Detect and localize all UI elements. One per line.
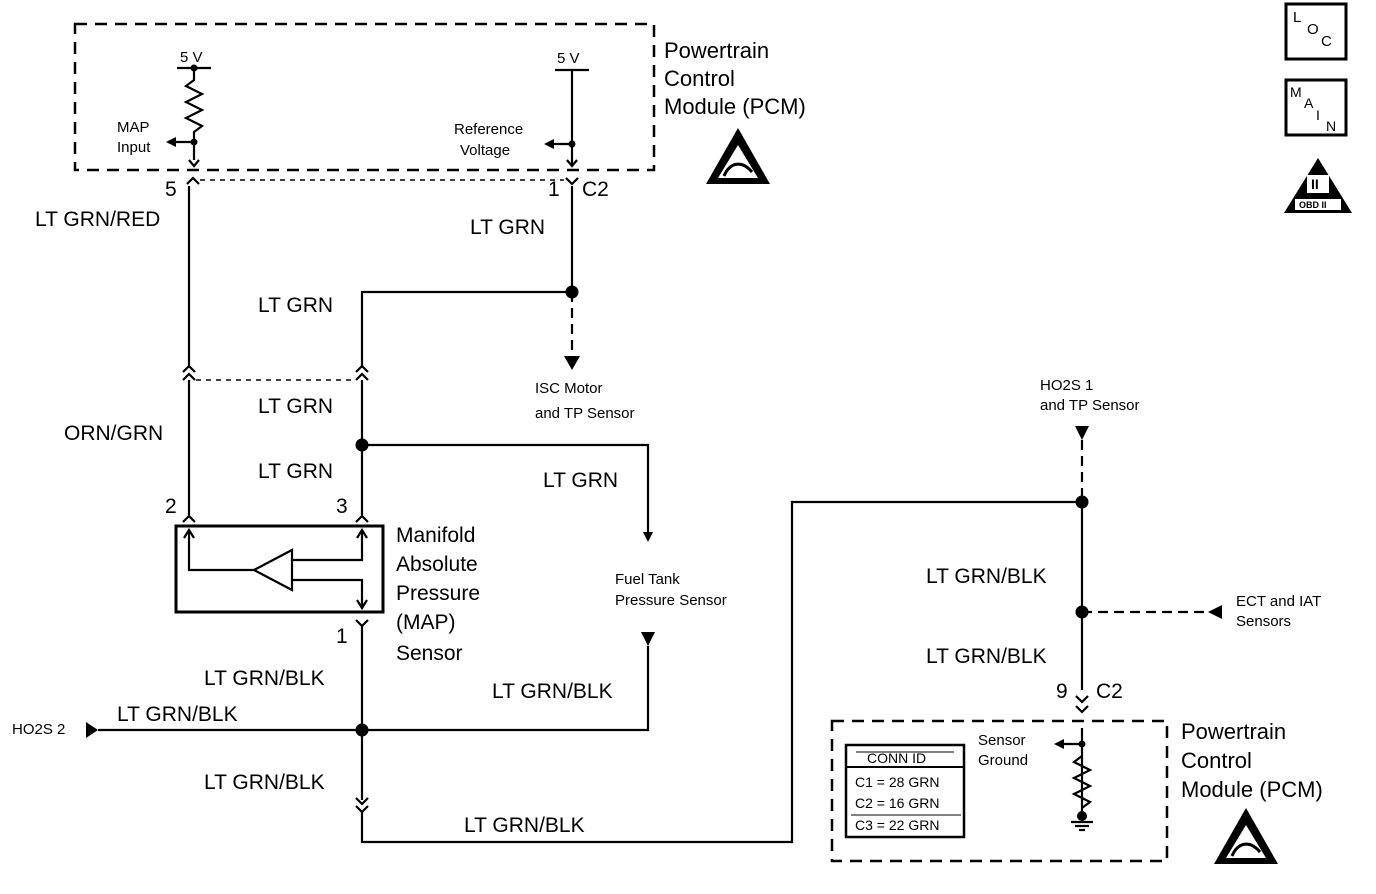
c2-top-label: C2: [582, 178, 609, 201]
wire-label-lt-grn-b: LT GRN: [258, 395, 333, 418]
wire-label-lt-grn-blk-bottom: LT GRN/BLK: [464, 814, 585, 837]
loc-icon[interactable]: L O C: [1284, 2, 1348, 61]
esd-warning-icon: [706, 128, 770, 184]
v5-left-label: 5 V: [180, 49, 203, 66]
map-input-label-2: Input: [117, 139, 151, 156]
isc-label-2: and TP Sensor: [535, 405, 635, 422]
pcm-bottom-box: [830, 719, 1169, 863]
svg-text:L: L: [1293, 9, 1301, 26]
svg-text:C: C: [1321, 33, 1332, 50]
map-sensor-label-2: Absolute: [396, 553, 478, 576]
wire-label-lt-grn-a: LT GRN: [258, 294, 333, 317]
ground-resistor: [1071, 755, 1093, 809]
wire-label-orn-grn: ORN/GRN: [64, 422, 163, 445]
ref-voltage-label-1: Reference: [454, 121, 523, 138]
map-sensor-internal: [187, 530, 254, 572]
wire-label-lt-grn-blk-2: LT GRN/BLK: [117, 703, 238, 726]
svg-text:I: I: [1316, 107, 1320, 123]
fuel-tank-label-1: Fuel Tank: [615, 571, 680, 588]
pullup-resistor: [183, 68, 205, 160]
pcm-top-box: [73, 22, 656, 172]
pin-1-top-label: 1: [548, 178, 560, 201]
wire-label-lt-grn-blk-1: LT GRN/BLK: [204, 667, 325, 690]
map-sensor-box: [174, 524, 385, 614]
ref-voltage-label-2: Voltage: [460, 142, 510, 159]
svg-text:O: O: [1307, 21, 1319, 38]
ect-label-2: Sensors: [1236, 613, 1291, 630]
sensor-ground-label-2: Ground: [978, 752, 1028, 769]
pcm-top-title-1: Powertrain: [664, 38, 769, 63]
connector-pin-1-top: [565, 177, 579, 186]
pcm-top-title-2: Control: [664, 66, 735, 91]
conn-id-row-3: C3 = 22 GRN: [855, 817, 939, 833]
wire-label-lt-grn-fuel: LT GRN: [543, 469, 618, 492]
ground-icon: [1071, 811, 1093, 832]
connector-pin-5: [186, 176, 200, 185]
pin-1-sensor-label: 1: [336, 625, 348, 648]
ho2s1-label-2: and TP Sensor: [1040, 397, 1140, 414]
svg-text:N: N: [1326, 118, 1336, 134]
map-input-label-1: MAP: [117, 119, 150, 136]
esd-warning-icon-bottom: [1214, 808, 1278, 864]
ect-label-1: ECT and IAT: [1236, 593, 1321, 610]
pin-5-label: 5: [165, 178, 177, 201]
conn-id-table: CONN ID C1 = 28 GRN C2 = 16 GRN C3 = 22 …: [844, 743, 966, 839]
svg-text:A: A: [1304, 95, 1314, 111]
wire-label-lt-grn-red: LT GRN/RED: [35, 208, 160, 231]
wire-label-lt-grn-c: LT GRN: [258, 460, 333, 483]
ho2s2-label: HO2S 2: [12, 721, 65, 738]
map-sensor-label-4: (MAP): [396, 611, 456, 634]
pin-3-label: 3: [336, 495, 348, 518]
svg-text:OBD II: OBD II: [1299, 200, 1327, 210]
wire-label-lt-grn-ref: LT GRN: [470, 216, 545, 239]
conn-id-row-1: C1 = 28 GRN: [855, 774, 939, 790]
map-sensor-label-5: Sensor: [396, 642, 463, 665]
wire-label-lt-grn-blk-r1: LT GRN/BLK: [926, 565, 1047, 588]
svg-text:II: II: [1311, 176, 1319, 192]
c2-bottom-label: C2: [1096, 680, 1123, 703]
conn-id-row-2: C2 = 16 GRN: [855, 795, 939, 811]
v5-right-label: 5 V: [557, 50, 580, 67]
isc-label-1: ISC Motor: [535, 380, 603, 397]
pcm-bottom-title-2: Control: [1181, 748, 1252, 773]
map-sensor-label-1: Manifold: [396, 524, 475, 547]
pcm-bottom-title-3: Module (PCM): [1181, 777, 1323, 802]
wire-label-lt-grn-blk-fuel: LT GRN/BLK: [492, 680, 613, 703]
map-sensor-label-3: Pressure: [396, 582, 480, 605]
obd-ii-icon[interactable]: II OBD II: [1284, 158, 1352, 213]
pin-9-label: 9: [1056, 680, 1068, 703]
pcm-top-title-3: Module (PCM): [664, 94, 806, 119]
pin-2-label: 2: [165, 495, 177, 518]
main-icon[interactable]: M A I N: [1284, 78, 1348, 137]
fuel-tank-label-2: Pressure Sensor: [615, 592, 727, 609]
pcm-bottom-title-1: Powertrain: [1181, 719, 1286, 744]
svg-text:M: M: [1290, 84, 1302, 100]
sensor-ground-label-1: Sensor: [978, 732, 1026, 749]
ho2s1-label-1: HO2S 1: [1040, 377, 1093, 394]
wire-label-lt-grn-blk-3: LT GRN/BLK: [204, 771, 325, 794]
conn-id-header: CONN ID: [867, 750, 926, 766]
wire-label-lt-grn-blk-r2: LT GRN/BLK: [926, 645, 1047, 668]
